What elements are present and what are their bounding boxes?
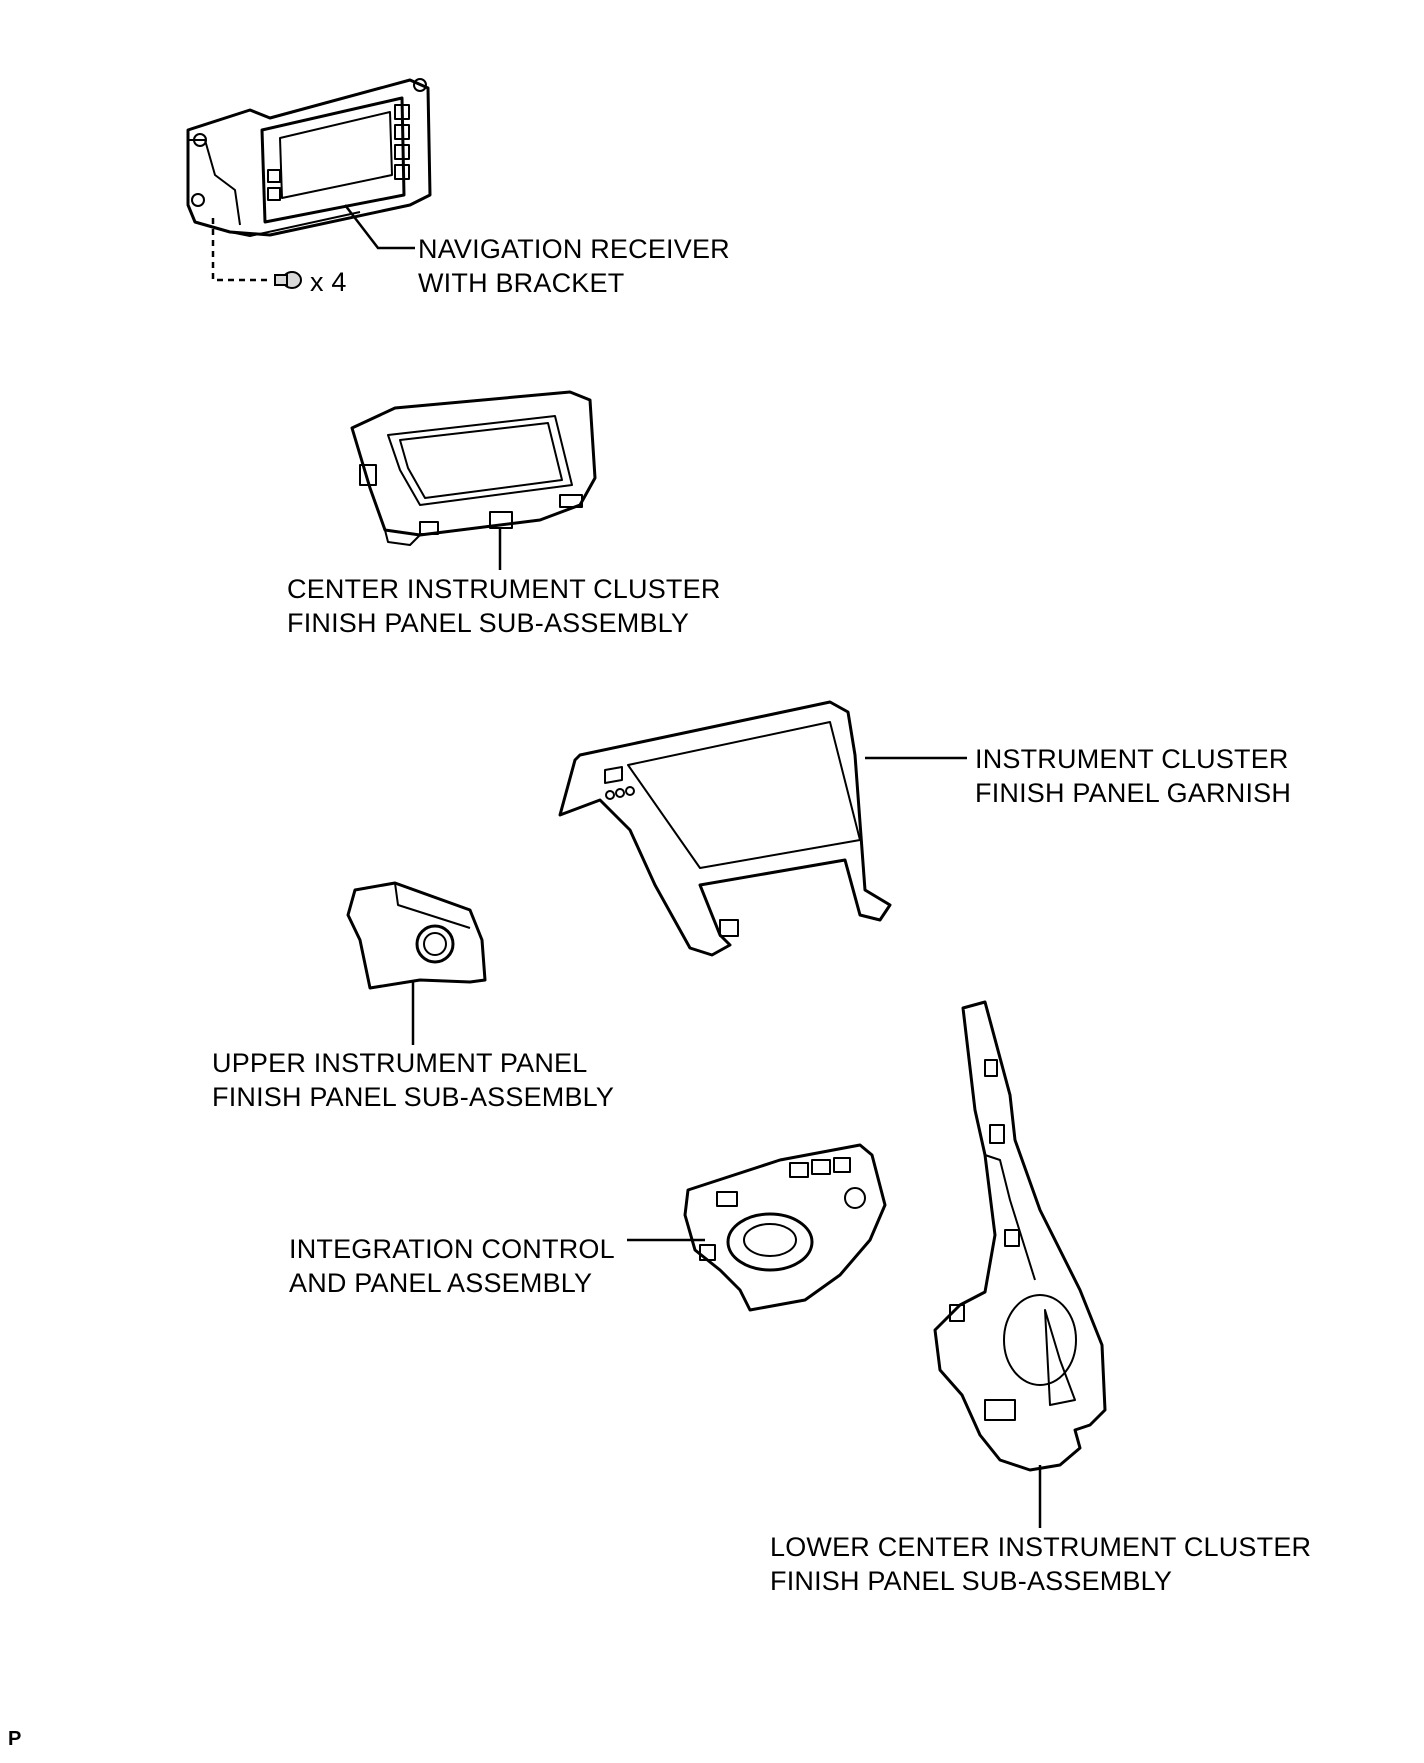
navigation-receiver-leader xyxy=(344,204,415,250)
center-cluster-panel-label-line-1: CENTER INSTRUMENT CLUSTER xyxy=(287,574,721,604)
screw-leader-line xyxy=(211,218,272,282)
screw-icon xyxy=(274,271,302,289)
upper-panel-label-line-1: UPPER INSTRUMENT PANEL xyxy=(212,1048,588,1078)
footer-mark: P xyxy=(8,1728,22,1750)
lower-cluster-panel-label-line-1: LOWER CENTER INSTRUMENT CLUSTER xyxy=(770,1532,1312,1562)
upper-panel-label-line-2: FINISH PANEL SUB-ASSEMBLY xyxy=(212,1082,615,1112)
integration-control-illustration xyxy=(683,1143,887,1312)
navigation-receiver-label-line-1: NAVIGATION RECEIVER xyxy=(418,234,730,264)
lower-cluster-panel-illustration xyxy=(933,1000,1107,1472)
cluster-garnish-illustration xyxy=(558,700,892,957)
navigation-receiver-label-line-2: WITH BRACKET xyxy=(418,268,625,298)
upper-panel-illustration xyxy=(346,881,487,990)
screw-quantity-label: x 4 xyxy=(310,267,347,297)
integration-control-label-line-2: AND PANEL ASSEMBLY xyxy=(289,1268,593,1298)
center-cluster-panel-illustration xyxy=(350,390,597,546)
lower-cluster-panel-label: LOWER CENTER INSTRUMENT CLUSTER FINISH P… xyxy=(770,1530,1311,1598)
cluster-garnish-label-line-2: FINISH PANEL GARNISH xyxy=(975,778,1292,808)
integration-control-label: INTEGRATION CONTROL AND PANEL ASSEMBLY xyxy=(289,1232,615,1300)
navigation-receiver-label: NAVIGATION RECEIVER WITH BRACKET xyxy=(418,232,730,300)
center-cluster-panel-label: CENTER INSTRUMENT CLUSTER FINISH PANEL S… xyxy=(287,572,721,640)
center-cluster-panel-label-line-2: FINISH PANEL SUB-ASSEMBLY xyxy=(287,608,690,638)
lower-cluster-panel-label-line-2: FINISH PANEL SUB-ASSEMBLY xyxy=(770,1566,1173,1596)
navigation-receiver-illustration xyxy=(186,78,432,237)
cluster-garnish-label-line-1: INSTRUMENT CLUSTER xyxy=(975,744,1289,774)
cluster-garnish-label: INSTRUMENT CLUSTER FINISH PANEL GARNISH xyxy=(975,742,1291,810)
integration-control-label-line-1: INTEGRATION CONTROL xyxy=(289,1234,615,1264)
upper-panel-label: UPPER INSTRUMENT PANEL FINISH PANEL SUB-… xyxy=(212,1046,614,1114)
